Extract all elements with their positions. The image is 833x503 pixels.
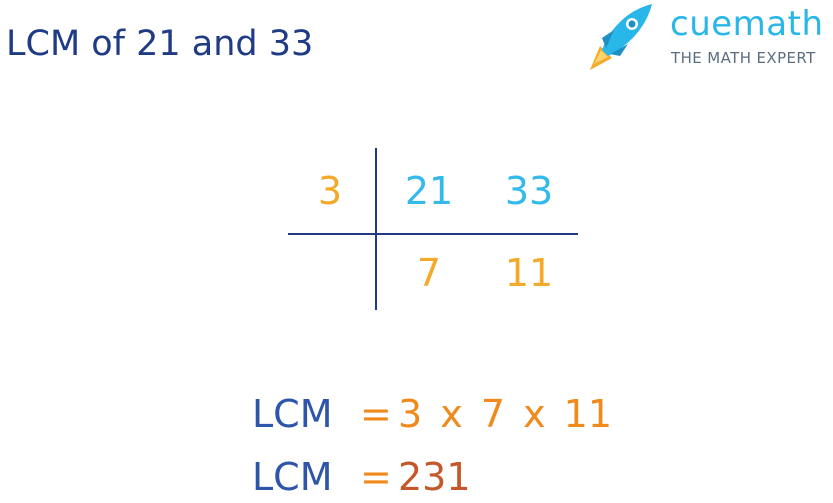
row2-value-1: 7 xyxy=(416,251,442,295)
row1-value-1: 21 xyxy=(404,169,454,213)
divisor: 3 xyxy=(317,169,343,213)
lcm-result-value: 231 xyxy=(398,455,471,499)
horizontal-divider xyxy=(288,233,578,235)
equals-sign: = xyxy=(360,455,392,499)
row1-value-2: 33 xyxy=(504,169,554,213)
vertical-divider xyxy=(375,148,377,310)
equals-sign: = xyxy=(360,392,392,436)
brand-name: cuemath xyxy=(670,4,824,44)
lcm-expression: 3 x 7 x 11 xyxy=(398,392,612,436)
cuemath-logo: cuemath THE MATH EXPERT xyxy=(580,0,833,78)
lcm-label: LCM xyxy=(252,392,333,436)
rocket-icon xyxy=(590,4,652,70)
lcm-label: LCM xyxy=(252,455,333,499)
brand-tagline: THE MATH EXPERT xyxy=(671,49,816,67)
row2-value-2: 11 xyxy=(504,251,554,295)
page-title: LCM of 21 and 33 xyxy=(6,24,314,64)
